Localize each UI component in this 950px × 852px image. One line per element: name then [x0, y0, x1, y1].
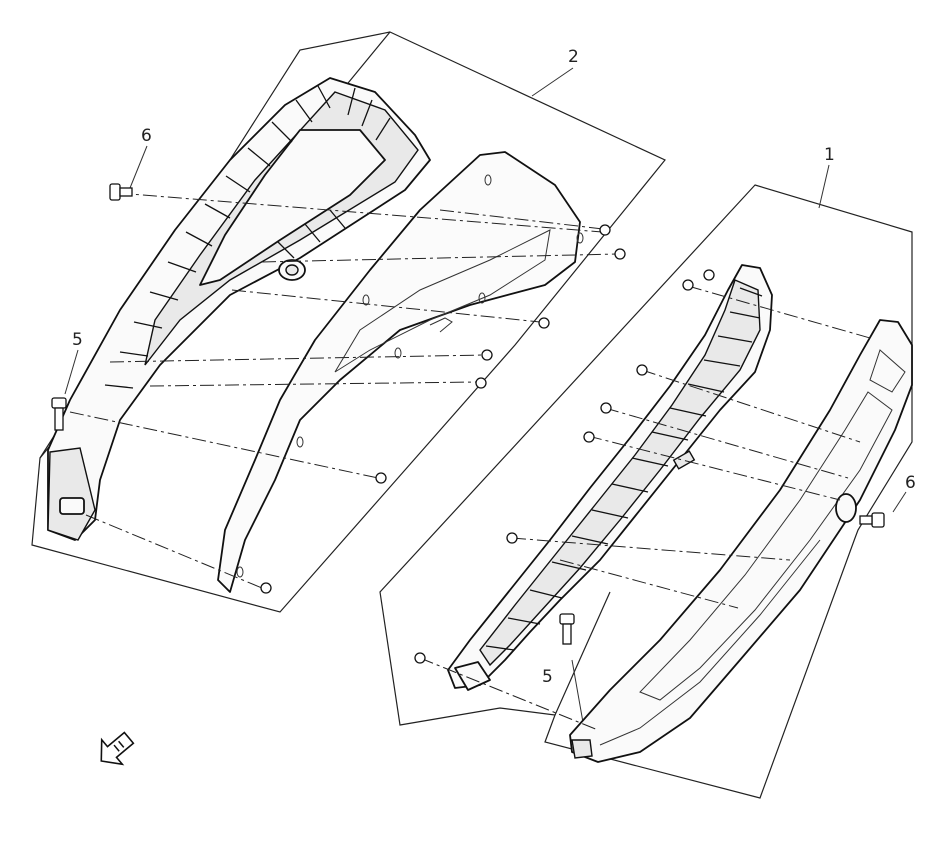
front-arrow-icon	[100, 731, 135, 766]
frame-ribs-right	[485, 287, 763, 651]
callout-6-left: 6	[141, 126, 152, 146]
assembly-1-outline	[379, 184, 913, 799]
screw-5-right	[559, 613, 575, 645]
callout-labels: 2 1 6 5 6 5	[72, 47, 916, 687]
part-2-outer-shell	[217, 151, 584, 593]
screws	[51, 183, 885, 664]
frame-ribs	[104, 85, 391, 389]
screw-6-left	[109, 183, 133, 201]
callout-5-left: 5	[72, 330, 83, 350]
callout-2: 2	[568, 47, 579, 67]
screw-5-left	[51, 397, 67, 431]
callout-5-right: 5	[542, 667, 553, 687]
leader-lines	[64, 67, 907, 729]
callout-1: 1	[824, 145, 835, 165]
screw-6-right	[859, 512, 885, 528]
callout-6-right: 6	[905, 473, 916, 493]
assembly-lines	[69, 192, 871, 731]
part-1-inner-frame	[447, 264, 773, 691]
